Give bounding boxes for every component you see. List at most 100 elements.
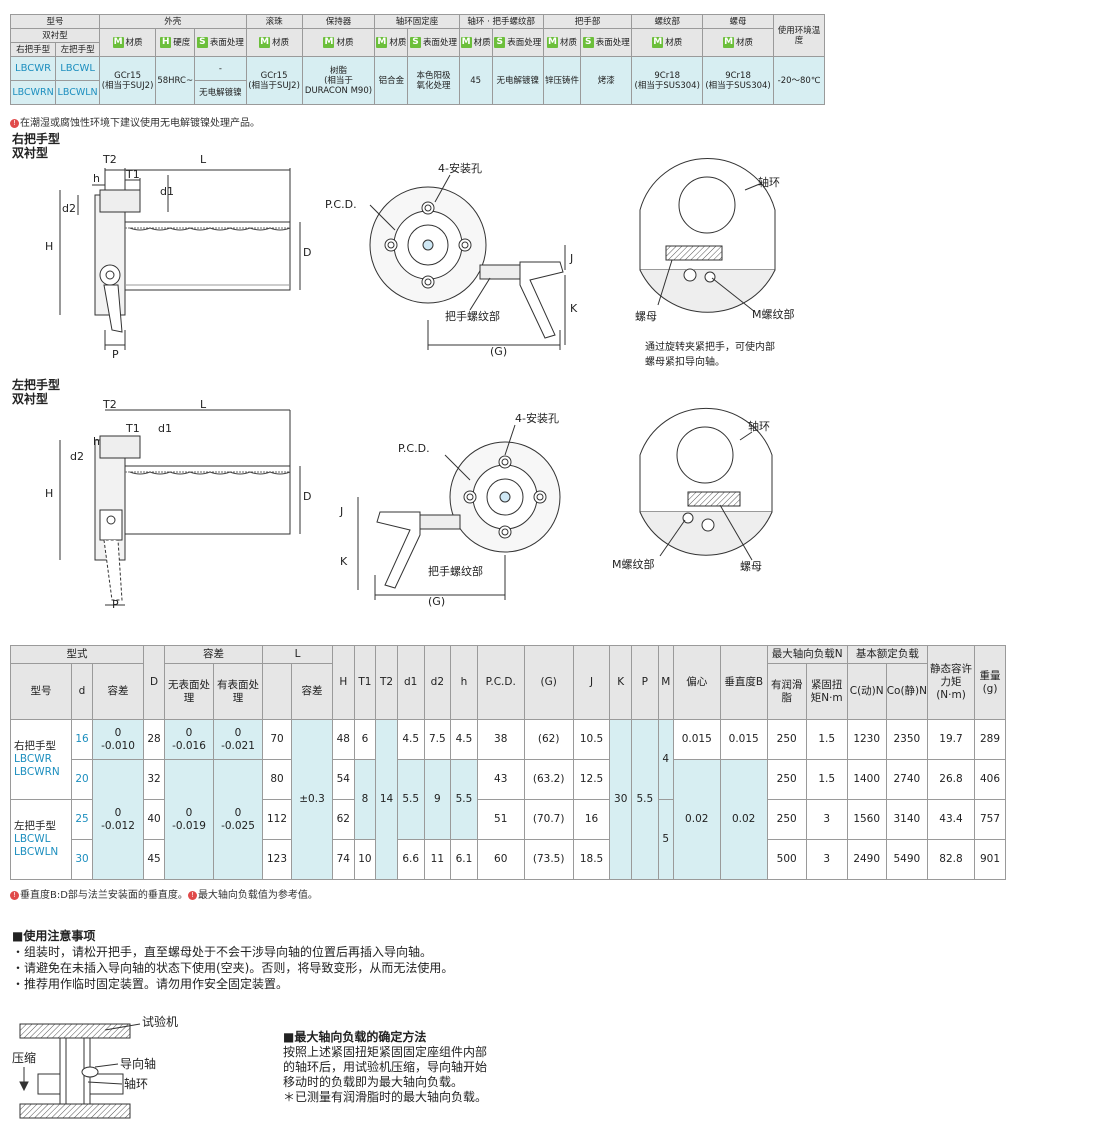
th-d2: d2 bbox=[423, 645, 452, 720]
dim-H-l: H bbox=[45, 487, 53, 500]
th-d1: d1 bbox=[396, 645, 425, 720]
T2-merged: 14 bbox=[375, 719, 398, 880]
left-side-view bbox=[59, 409, 301, 606]
right-front-view bbox=[369, 174, 566, 350]
left-detail-view bbox=[639, 407, 773, 561]
th-type: 型式 bbox=[10, 645, 144, 664]
lbl-pcd-l: P.C.D. bbox=[398, 442, 430, 455]
th-L: L bbox=[262, 645, 333, 664]
lbl-pcd-r: P.C.D. bbox=[325, 198, 357, 211]
th-weight: 重量(g) bbox=[974, 645, 1006, 720]
model-lbcwl: LBCWL bbox=[55, 56, 100, 81]
table-row: 右把手型 LBCWR LBCWRN 16 0 -0.010 28 0 -0.01… bbox=[10, 719, 1006, 880]
table-row: 左把手型 LBCWL LBCWLN 25 40 112 62 51 (70.7)… bbox=[10, 799, 1006, 880]
lbl-tester: 试验机 bbox=[142, 1014, 178, 1029]
dim-T2-l: T2 bbox=[102, 398, 117, 411]
th-torque: 紧固扭矩N·m bbox=[805, 663, 848, 720]
note-icon: ! bbox=[10, 890, 19, 900]
maxload-title: ■最大轴向负载的确定方法 bbox=[283, 1030, 427, 1044]
dim-d1: d1 bbox=[160, 185, 174, 198]
M-bottom: 5 bbox=[657, 799, 674, 880]
col-nut: 螺母 bbox=[702, 14, 774, 29]
th-pcd: P.C.D. bbox=[476, 645, 525, 720]
lbl-handle-thread-r: 把手螺纹部 bbox=[445, 309, 500, 323]
dim-d1-l: d1 bbox=[158, 422, 172, 435]
dim-d2: d2 bbox=[62, 202, 76, 215]
dim-L: L bbox=[200, 153, 207, 166]
seat-material: 铝合金 bbox=[374, 56, 409, 105]
env-temp: -20～80℃ bbox=[773, 56, 825, 105]
col-seat: 轴环固定座 bbox=[374, 14, 460, 29]
shell-hardness: 58HRC~ bbox=[155, 56, 196, 105]
lbl-G-l: (G) bbox=[428, 595, 445, 608]
h-merged: 5.5 bbox=[450, 759, 478, 840]
th-Ltol: 容差 bbox=[291, 663, 333, 720]
th-C0: Co(静)N bbox=[885, 663, 929, 720]
dim-h: h bbox=[93, 172, 100, 185]
col-env: 使用环境温度 bbox=[773, 14, 825, 57]
dim-D: D bbox=[303, 246, 311, 259]
th-T2: T2 bbox=[375, 645, 398, 720]
lbl-shaft: 导向轴 bbox=[120, 1056, 156, 1071]
handle-material: 锌压铸件 bbox=[542, 56, 582, 105]
th-rated: 基本额定负载 bbox=[846, 645, 929, 664]
th-nosurf: 无表面处理 bbox=[164, 663, 214, 720]
model-lbcwrn: LBCWRN bbox=[9, 80, 57, 105]
th-G: (G) bbox=[523, 645, 574, 720]
dim-T1: T1 bbox=[125, 168, 140, 181]
th-D: D bbox=[143, 645, 165, 720]
dim-T1-l: T1 bbox=[125, 422, 140, 435]
top-note: !在潮湿或腐蚀性环境下建议使用无电解镀镍处理产品。 bbox=[10, 114, 260, 129]
shell-surface-2: 无电解镀镍 bbox=[194, 80, 247, 105]
caution-item: ・推荐用作临时固定装置。请勿用作安全固定装置。 bbox=[12, 977, 289, 991]
T1-merged: 8 bbox=[353, 759, 377, 840]
lbl-K-l: K bbox=[340, 555, 348, 568]
nut-material: 9Cr18(相当于SUS304) bbox=[702, 56, 774, 105]
shell-material: GCr15(相当于SUJ2) bbox=[98, 56, 157, 105]
ball-material: GCr15(相当于SUJ2) bbox=[245, 56, 303, 105]
table-row: 30 45 123 74 10 6.6 11 6.1 60 (73.5) 18.… bbox=[11, 839, 1006, 880]
lbl-m-thread-r: M螺纹部 bbox=[752, 307, 795, 321]
handle-surface: 烤漆 bbox=[580, 56, 633, 105]
note-icon: ! bbox=[10, 118, 19, 128]
d1-merged: 5.5 bbox=[396, 759, 425, 840]
test-diagram: 试验机 压缩 导向轴 轴环 bbox=[12, 1014, 178, 1119]
dim-L-l: L bbox=[200, 398, 207, 411]
left-front-view bbox=[357, 424, 561, 600]
model-lbcwln: LBCWLN bbox=[55, 80, 100, 105]
th-maxload: 最大轴向负载N bbox=[766, 645, 848, 664]
th-h: h bbox=[450, 645, 478, 720]
maxload-section: ■最大轴向负载的确定方法 按照上述紧固扭矩紧固固定座组件内部 的轴环后，用试验机… bbox=[283, 1030, 488, 1104]
material-table: 型号 外壳 滚珠 保持器 轴环固定座 轴环 · 把手螺纹部 把手部 螺纹部 螺母… bbox=[9, 14, 825, 105]
lbl-collar-l: 轴环 bbox=[748, 419, 770, 433]
th-M: M bbox=[657, 645, 674, 720]
dim-h-l: h bbox=[93, 435, 100, 448]
th-C: C(动)N bbox=[846, 663, 887, 720]
lbl-nut-l: 螺母 bbox=[740, 560, 762, 573]
caution-item: ・请避免在未插入导向轴的状态下使用(空夹)。否则，将导致变形，从而无法使用。 bbox=[12, 961, 454, 975]
lbl-collar-r: 轴环 bbox=[758, 175, 780, 189]
th-lube: 有润滑脂 bbox=[766, 663, 807, 720]
lbl-mount-holes-r: 4-安装孔 bbox=[438, 161, 482, 175]
th-P: P bbox=[631, 645, 659, 720]
K-merged: 30 bbox=[609, 719, 633, 880]
th-dtol: 容差 bbox=[92, 663, 144, 720]
dim-H: H bbox=[45, 240, 53, 253]
L-tol-merged: ±0.3 bbox=[291, 719, 333, 880]
M-top: 4 bbox=[657, 719, 674, 800]
table-row: 20 0 -0.012 32 0 -0.019 0 -0.025 80 54 8… bbox=[11, 759, 1006, 880]
lbl-mount-holes-l: 4-安装孔 bbox=[515, 411, 559, 425]
seat-surface: 本色阳极氧化处理 bbox=[407, 56, 460, 105]
dim-P: P bbox=[112, 348, 119, 361]
desc-line-2: 螺母紧扣导向轴。 bbox=[645, 355, 725, 368]
th-d: d bbox=[71, 663, 93, 720]
